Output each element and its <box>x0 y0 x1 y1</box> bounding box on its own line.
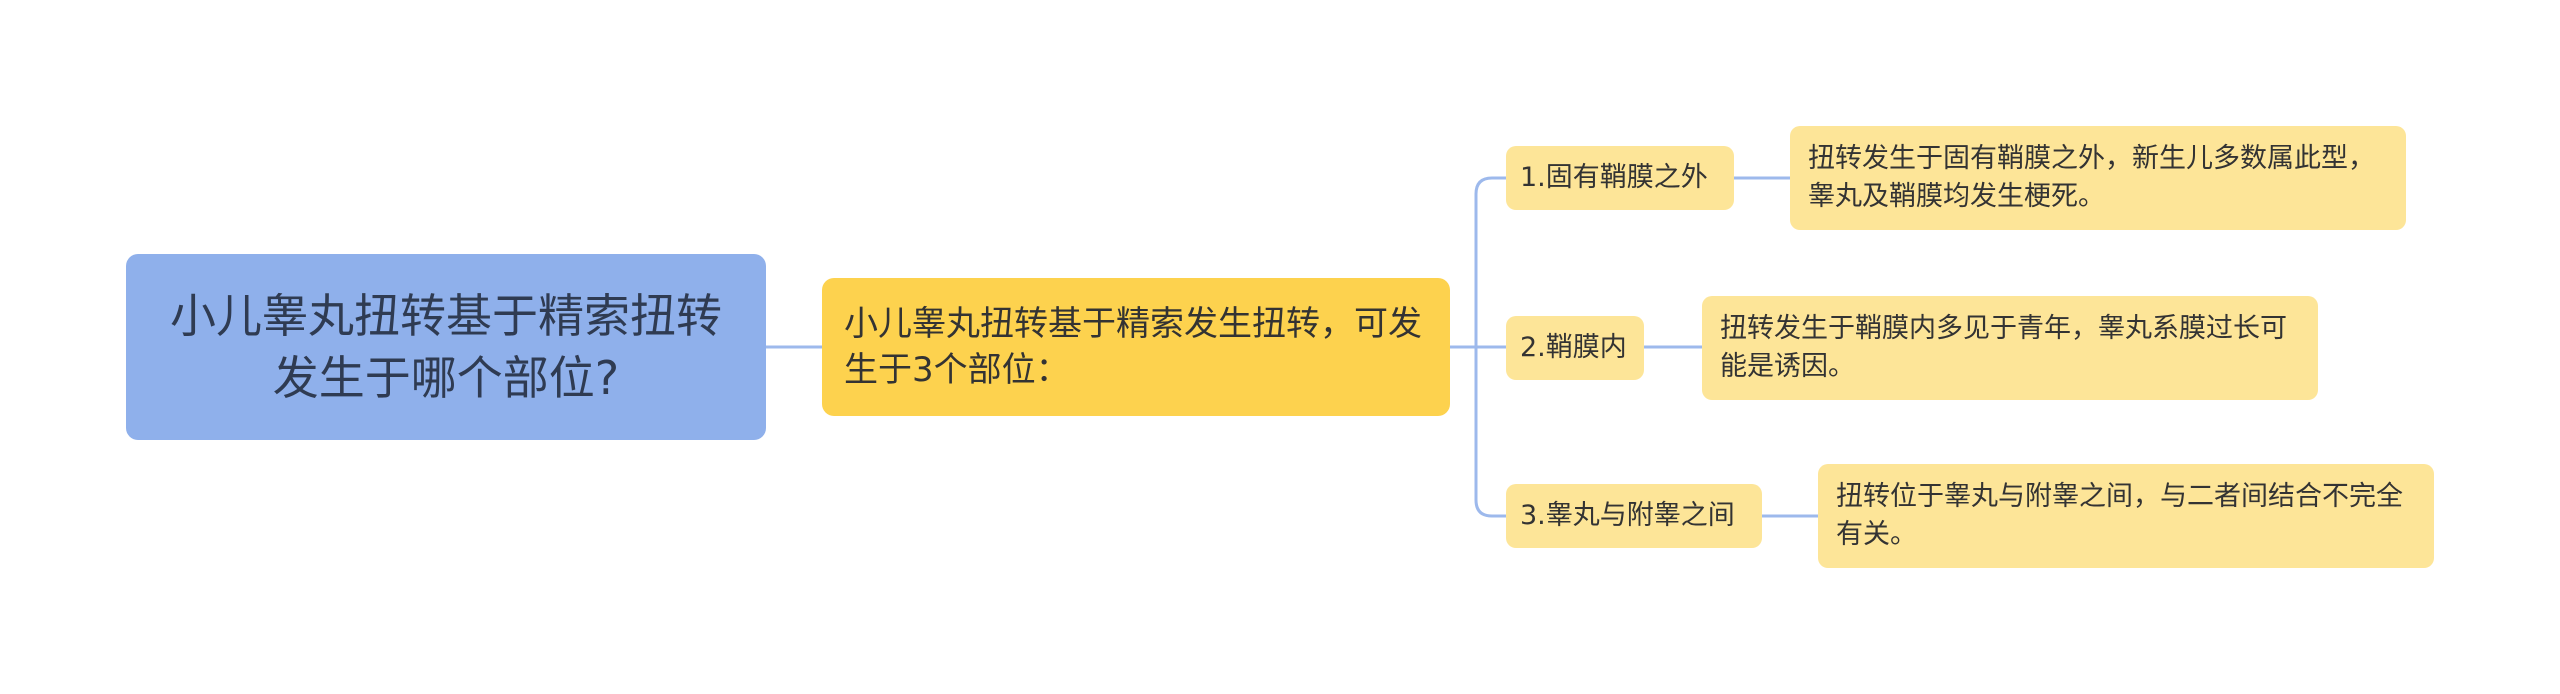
detail-topic-3[interactable]: 扭转位于睾丸与附睾之间，与二者间结合不完全有关。 <box>1818 464 2434 568</box>
main-topic-text: 小儿睾丸扭转基于精索发生扭转，可发生于3个部位： <box>844 304 1422 390</box>
connector-branch-1 <box>1474 176 1506 347</box>
detail-topic-text: 扭转发生于鞘膜内多见于青年，睾丸系膜过长可能是诱因。 <box>1720 313 2287 382</box>
branch-topic-3[interactable]: 3.睾丸与附睾之间 <box>1506 484 1762 548</box>
detail-topic-text: 扭转位于睾丸与附睾之间，与二者间结合不完全有关。 <box>1836 481 2403 550</box>
main-topic[interactable]: 小儿睾丸扭转基于精索发生扭转，可发生于3个部位： <box>822 278 1450 416</box>
branch-topic-2[interactable]: 2.鞘膜内 <box>1506 316 1644 380</box>
branch-topic-label: 3.睾丸与附睾之间 <box>1520 500 1735 531</box>
root-topic[interactable]: 小儿睾丸扭转基于精索扭转发生于哪个部位? <box>126 254 766 440</box>
detail-topic-2[interactable]: 扭转发生于鞘膜内多见于青年，睾丸系膜过长可能是诱因。 <box>1702 296 2318 400</box>
detail-topic-1[interactable]: 扭转发生于固有鞘膜之外，新生儿多数属此型，睾丸及鞘膜均发生梗死。 <box>1790 126 2406 230</box>
branch-topic-label: 1.固有鞘膜之外 <box>1520 162 1708 193</box>
connector-branch-3 <box>1474 347 1506 518</box>
branch-topic-label: 2.鞘膜内 <box>1520 332 1627 363</box>
root-topic-text: 小儿睾丸扭转基于精索扭转发生于哪个部位? <box>170 289 722 405</box>
branch-topic-1[interactable]: 1.固有鞘膜之外 <box>1506 146 1734 210</box>
detail-topic-text: 扭转发生于固有鞘膜之外，新生儿多数属此型，睾丸及鞘膜均发生梗死。 <box>1808 143 2375 212</box>
